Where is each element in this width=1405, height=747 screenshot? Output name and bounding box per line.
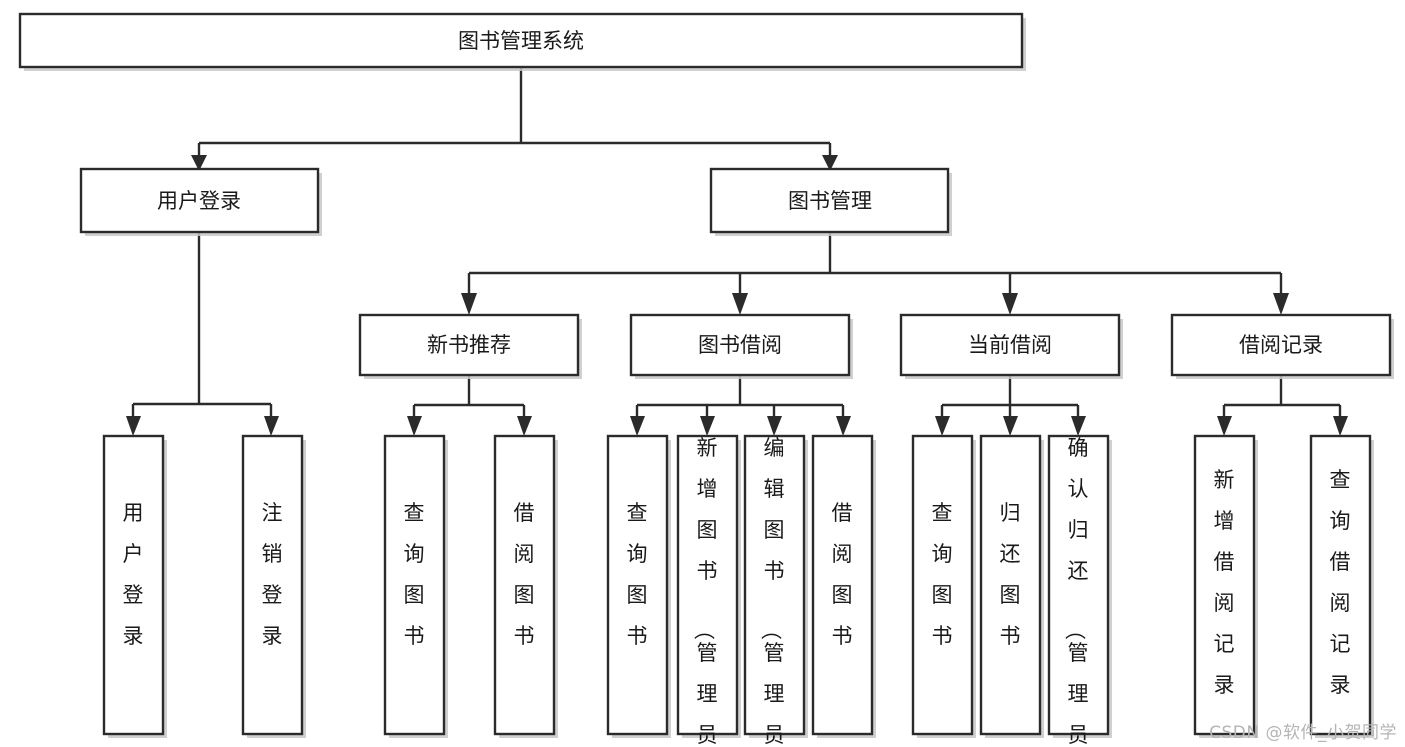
arrow-to-user-login <box>191 155 207 171</box>
leaf-br-query-record[interactable]: 查询借阅记录 <box>1309 434 1374 738</box>
leaf-bb-add-book[interactable]: 新增图书（管理员） <box>676 434 741 747</box>
leaf-user-login-label: 用户登录 <box>123 501 144 648</box>
book-management-box <box>709 167 950 234</box>
leaf-logout-box <box>241 434 304 736</box>
arrow-to-book-management <box>822 155 838 171</box>
user-login-box <box>79 167 320 234</box>
borrow-record-box <box>1170 313 1392 377</box>
leaf-nbr-borrow-book-label: 借阅图书 <box>514 501 535 648</box>
borrow-record-label: 借阅记录 <box>1239 333 1323 357</box>
arrow-bb-leaf-2 <box>700 416 715 436</box>
arrow-nbr-leaf-2 <box>517 416 532 436</box>
arrow-to-book-borrow <box>732 293 748 315</box>
leaf-bb-add-book-label: 新增图书（管理员） <box>692 436 718 747</box>
leaf-cb-return-book[interactable]: 归还图书 <box>979 434 1044 738</box>
leaf-nbr-query-book-box <box>383 434 446 736</box>
leaf-user-login-box <box>102 434 165 736</box>
arrow-br-leaf-1 <box>1217 416 1232 436</box>
leaf-cb-confirm-return[interactable]: 确认归还（管理员） <box>1047 434 1112 747</box>
node-book-borrow[interactable]: 图书借阅 <box>629 313 853 379</box>
current-borrow-box <box>899 313 1121 377</box>
leaf-nbr-query-book[interactable]: 查询图书 <box>383 434 448 738</box>
leaf-bb-query-book-box <box>606 434 669 736</box>
current-borrow-label: 当前借阅 <box>968 333 1052 357</box>
leaf-cb-confirm-return-label: 确认归还（管理员） <box>1063 436 1089 747</box>
root-box <box>18 12 1024 69</box>
edges-layer <box>126 67 1348 436</box>
leaf-bb-query-book[interactable]: 查询图书 <box>606 434 671 738</box>
leaf-bb-borrow-book-label: 借阅图书 <box>832 501 853 648</box>
leaf-bb-borrow-book[interactable]: 借阅图书 <box>811 434 876 738</box>
arrow-to-current-borrow <box>1002 293 1018 315</box>
leaf-cb-return-book-label: 归还图书 <box>1000 501 1021 648</box>
leaf-br-add-record-label: 新增借阅记录 <box>1214 468 1235 697</box>
leaf-nbr-borrow-book[interactable]: 借阅图书 <box>493 434 558 738</box>
leaf-cb-confirm-return-box <box>1047 434 1110 736</box>
leaf-bb-edit-book-box <box>743 434 806 736</box>
arrow-to-leaf-user-login <box>126 416 141 436</box>
leaf-br-add-record-box <box>1193 434 1256 736</box>
leaf-br-query-record-label: 查询借阅记录 <box>1330 468 1351 697</box>
leaf-logout[interactable]: 注销登录 <box>241 434 306 738</box>
arrow-bb-leaf-3 <box>767 416 782 436</box>
arrow-cb-leaf-1 <box>935 416 950 436</box>
arrow-br-leaf-2 <box>1333 416 1348 436</box>
leaf-cb-query-book[interactable]: 查询图书 <box>911 434 976 738</box>
leaf-bb-add-book-box <box>676 434 739 736</box>
leaf-bb-borrow-book-box <box>811 434 874 736</box>
user-login-label: 用户登录 <box>157 189 241 213</box>
root-label: 图书管理系统 <box>458 29 584 53</box>
csdn-watermark: CSDN @软件_小贺同学 <box>1209 723 1397 743</box>
arrow-nbr-leaf-1 <box>407 416 422 436</box>
leaf-bb-edit-book[interactable]: 编辑图书（管理员） <box>743 434 808 747</box>
node-user-login[interactable]: 用户登录 <box>79 167 322 236</box>
arrow-bb-leaf-4 <box>836 416 851 436</box>
leaf-bb-edit-book-label: 编辑图书（管理员） <box>759 436 785 747</box>
new-book-recommend-box <box>358 313 580 377</box>
arrow-to-borrow-record <box>1273 293 1289 315</box>
leaf-logout-label: 注销登录 <box>262 501 283 648</box>
node-new-book-recommend[interactable]: 新书推荐 <box>358 313 582 379</box>
arrow-to-leaf-logout <box>264 416 279 436</box>
leaf-nbr-query-book-label: 查询图书 <box>404 501 425 648</box>
leaf-user-login[interactable]: 用户登录 <box>102 434 167 738</box>
node-borrow-record[interactable]: 借阅记录 <box>1170 313 1394 379</box>
node-current-borrow[interactable]: 当前借阅 <box>899 313 1123 379</box>
node-book-management[interactable]: 图书管理 <box>709 167 952 236</box>
leaf-br-query-record-box <box>1309 434 1372 736</box>
arrow-to-new-book-recommend <box>461 293 477 315</box>
node-root-system[interactable]: 图书管理系统 <box>18 12 1026 71</box>
book-borrow-box <box>629 313 851 377</box>
leaf-br-add-record[interactable]: 新增借阅记录 <box>1193 434 1258 738</box>
leaf-nbr-borrow-book-box <box>493 434 556 736</box>
arrow-cb-leaf-2 <box>1003 416 1018 436</box>
leaf-bb-query-book-label: 查询图书 <box>627 501 648 648</box>
book-management-label: 图书管理 <box>788 189 872 213</box>
new-book-recommend-label: 新书推荐 <box>427 333 511 357</box>
book-borrow-label: 图书借阅 <box>698 333 782 357</box>
leaf-cb-return-book-box <box>979 434 1042 736</box>
leaf-cb-query-book-label: 查询图书 <box>932 501 953 648</box>
arrow-cb-leaf-3 <box>1071 416 1086 436</box>
arrow-bb-leaf-1 <box>630 416 645 436</box>
leaf-cb-query-book-box <box>911 434 974 736</box>
